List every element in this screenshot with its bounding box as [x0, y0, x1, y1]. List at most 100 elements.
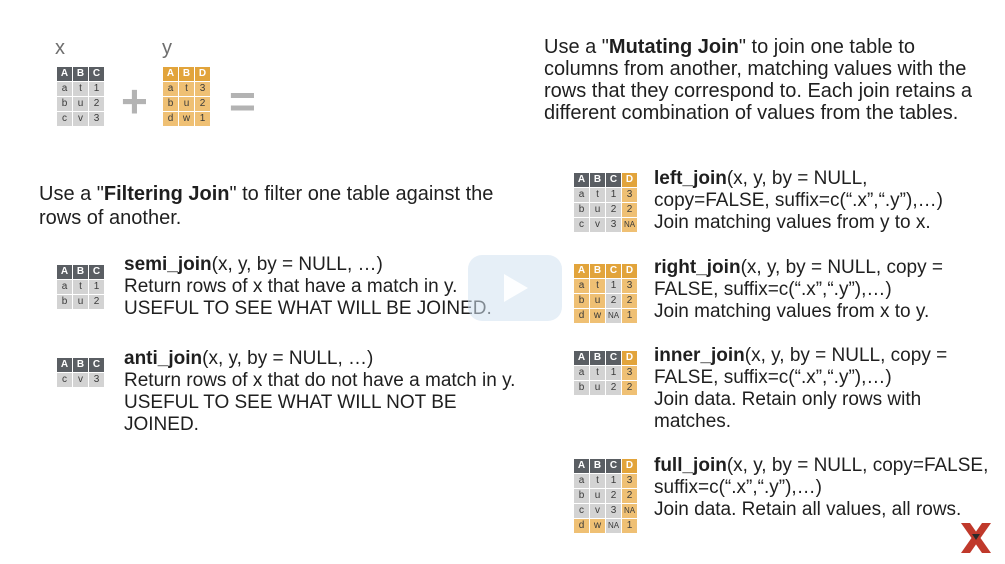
table-cell: u — [73, 97, 88, 111]
anti-join-name: anti_join — [124, 348, 203, 369]
table-cell: t — [590, 188, 605, 202]
table-cell: 3 — [622, 474, 637, 488]
table-cell: 1 — [89, 82, 104, 96]
table-cell: 3 — [89, 373, 104, 387]
play-icon — [504, 274, 528, 302]
table-cell: t — [73, 82, 88, 96]
table-header-cell: C — [606, 351, 621, 365]
table-cell: 2 — [606, 381, 621, 395]
table-cell: c — [57, 373, 72, 387]
table-cell: 2 — [622, 294, 637, 308]
table-cell: t — [590, 366, 605, 380]
table-header-cell: C — [89, 265, 104, 279]
table-cell: b — [574, 489, 589, 503]
table-header-cell: A — [57, 67, 72, 81]
table-header-cell: B — [590, 459, 605, 473]
table-cell: u — [590, 203, 605, 217]
table-cell: a — [574, 366, 589, 380]
table-header-cell: B — [590, 264, 605, 278]
inner-join-block: inner_join(x, y, by = NULL, copy = FALSE… — [654, 345, 984, 433]
table-cell: 3 — [622, 188, 637, 202]
table-header-cell: A — [57, 265, 72, 279]
table-cell: 2 — [606, 489, 621, 503]
table-cell: 1 — [195, 112, 210, 126]
table-cell: t — [73, 280, 88, 294]
table-cell: 2 — [89, 97, 104, 111]
table-cell: c — [57, 112, 72, 126]
table-cell: u — [590, 381, 605, 395]
table-cell: u — [590, 294, 605, 308]
semi-join-desc: Return rows of x that have a match in y.… — [124, 276, 492, 319]
table-cell: 2 — [606, 294, 621, 308]
table-cell: 2 — [89, 295, 104, 309]
table-cell: a — [574, 279, 589, 293]
table-cell: 3 — [89, 112, 104, 126]
table-cell: 2 — [622, 489, 637, 503]
table-header-cell: B — [590, 351, 605, 365]
right-join-block: right_join(x, y, by = NULL, copy = FALSE… — [654, 257, 984, 323]
plus-sign: + — [121, 75, 148, 127]
table-header-cell: A — [57, 358, 72, 372]
table-cell: 1 — [606, 474, 621, 488]
table-cell: 2 — [622, 203, 637, 217]
table-header-cell: D — [622, 351, 637, 365]
table-cell: b — [574, 294, 589, 308]
table-cell: d — [163, 112, 178, 126]
table-cell: 2 — [195, 97, 210, 111]
table-cell: t — [179, 82, 194, 96]
table-cell: 2 — [622, 381, 637, 395]
table-cell: a — [574, 474, 589, 488]
table-cell: b — [574, 203, 589, 217]
table-cell: a — [163, 82, 178, 96]
table-header-cell: B — [179, 67, 194, 81]
table-cell: NA — [606, 309, 621, 323]
table-cell: 3 — [622, 366, 637, 380]
full-join-block: full_join(x, y, by = NULL, copy=FALSE, s… — [654, 455, 989, 520]
mutating-join-intro: Use a "Mutating Join" to join one table … — [544, 36, 973, 124]
table-cell: d — [574, 309, 589, 323]
table-header-cell: B — [73, 265, 88, 279]
y-label: y — [162, 37, 172, 59]
table-header-cell: B — [73, 358, 88, 372]
x-logo-icon — [961, 523, 991, 553]
table-cell: 1 — [89, 280, 104, 294]
play-button[interactable] — [468, 255, 562, 321]
table-header-cell: C — [606, 173, 621, 187]
table-header-cell: D — [195, 67, 210, 81]
table-cell: 1 — [622, 519, 637, 533]
table-cell: v — [590, 504, 605, 518]
inner-join-desc: Join data. Retain only rows with matches… — [654, 389, 922, 432]
left-join-name: left_join — [654, 168, 727, 189]
table-cell: w — [590, 309, 605, 323]
table-cell: a — [574, 188, 589, 202]
table-cell: u — [590, 489, 605, 503]
semi-join-block: semi_join(x, y, by = NULL, …) Return row… — [124, 254, 524, 320]
table-cell: 2 — [606, 203, 621, 217]
full-join-name: full_join — [654, 455, 727, 476]
table-header-cell: B — [73, 67, 88, 81]
table-header-cell: D — [622, 173, 637, 187]
table-cell: 3 — [195, 82, 210, 96]
table-header-cell: C — [606, 459, 621, 473]
semi-join-name: semi_join — [124, 254, 212, 275]
left-join-desc: Join matching values from y to x. — [654, 212, 931, 233]
table-cell: 1 — [606, 366, 621, 380]
table-header-cell: D — [622, 264, 637, 278]
table-cell: 1 — [606, 188, 621, 202]
table-cell: t — [590, 279, 605, 293]
table-cell: b — [57, 97, 72, 111]
table-cell: NA — [622, 218, 637, 232]
table-cell: a — [57, 280, 72, 294]
table-header-cell: C — [89, 358, 104, 372]
table-cell: b — [57, 295, 72, 309]
table-header-cell: D — [622, 459, 637, 473]
table-cell: v — [590, 218, 605, 232]
table-header-cell: A — [574, 459, 589, 473]
table-cell: 1 — [606, 279, 621, 293]
